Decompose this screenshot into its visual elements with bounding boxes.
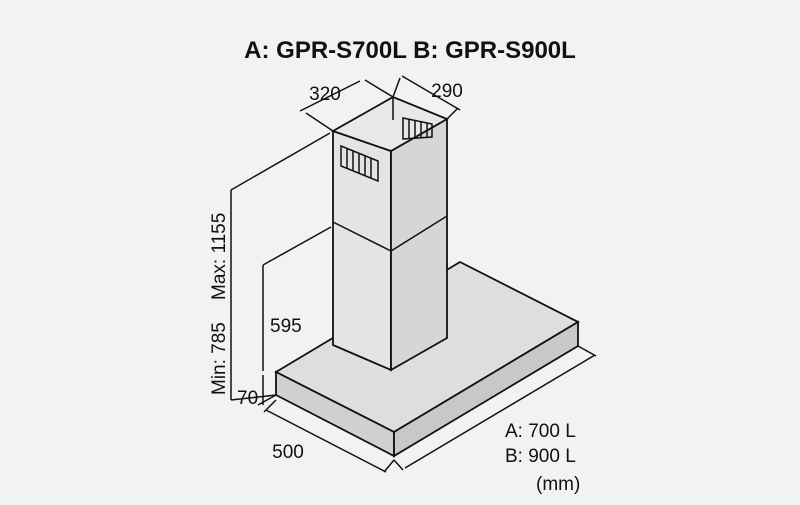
label-chimney-height: 595 [270,316,302,337]
chimney [330,96,450,372]
label-max-height: Max: 1155 [209,213,230,300]
diagram-title: A: GPR-S700L B: GPR-S900L [244,37,576,64]
dim-canopy-height [257,375,277,406]
dim-canopy-depth [263,399,395,473]
label-width-b: B: 900 L [505,446,576,467]
chimney-right-face [390,117,448,372]
label-canopy-depth: 500 [272,442,304,463]
label-chimney-depth: 290 [431,81,463,102]
vent-right [402,117,433,140]
label-width-a: A: 700 L [505,421,576,442]
label-unit: (mm) [536,474,580,495]
label-canopy-height: 70 [237,388,258,409]
vent-left [340,144,379,183]
dim-total-height [230,132,331,401]
dim-chimney-height [262,226,332,371]
chimney-joint-line [332,215,448,252]
dim-canopy-width [393,345,597,471]
label-min-height: Min: 785 [209,322,230,395]
dim-chimney-width [299,79,394,132]
dim-chimney-depth [392,75,461,120]
label-chimney-width: 320 [309,84,341,105]
